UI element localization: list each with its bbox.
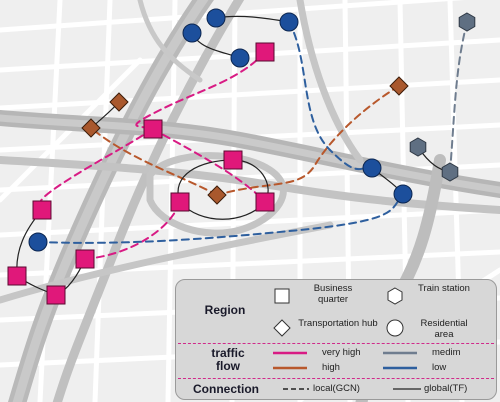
low-flow-swatch [383, 366, 417, 370]
legend-region-title: Region [204, 303, 246, 317]
transportation-hub-symbol [273, 319, 291, 337]
transportation-hub-node [389, 76, 409, 96]
legend-high-label: high [322, 362, 340, 373]
legend-low-label: low [432, 362, 447, 373]
medium-flow-swatch [383, 351, 417, 355]
flow-very-high-south [84, 201, 181, 260]
very-high-flow-swatch [273, 351, 307, 355]
global-connection-swatch [393, 388, 421, 390]
residential-area-node [182, 23, 202, 43]
legend-connection-title: Connection [193, 382, 259, 396]
traffic-flow-lines [37, 21, 468, 260]
legend-global-label: global(TF) [424, 383, 468, 394]
transportation-hub-node [207, 185, 227, 205]
residential-area-node [393, 184, 413, 204]
business-quarter-node [255, 42, 275, 62]
business-quarter-symbol [274, 288, 290, 304]
business-quarter-node [223, 150, 243, 170]
residential-area-symbol [386, 319, 404, 337]
business-quarter-node [170, 192, 190, 212]
business-quarter-node [32, 200, 52, 220]
legend-medium-label: medim [432, 347, 461, 358]
legend-station-label: Train station [418, 283, 470, 294]
flow-medium-station [449, 21, 468, 173]
residential-area-node [279, 12, 299, 32]
residential-area-node [206, 8, 226, 28]
train-station-node [458, 12, 476, 32]
flow-high-east [216, 85, 400, 196]
business-quarter-node [255, 192, 275, 212]
region-nodes [7, 8, 476, 305]
transportation-hub-node [81, 118, 101, 138]
legend-business-label: Business quarter [313, 283, 353, 305]
legend-traffic-title: traffic flow [211, 346, 245, 373]
legend-very-high-label: very high [322, 347, 361, 358]
legend-panel: Region Business quarter Train station Tr… [175, 279, 497, 400]
train-station-node [409, 137, 427, 157]
train-station-node [441, 162, 459, 182]
flow-very-high-north [135, 51, 266, 130]
legend-hub-label: Transportation hub [298, 318, 378, 329]
legend-residential-label: Residential area [420, 318, 468, 340]
business-quarter-node [143, 119, 163, 139]
business-quarter-node [46, 285, 66, 305]
high-flow-swatch [273, 366, 307, 370]
legend-divider-1 [178, 343, 494, 344]
business-quarter-node [7, 266, 27, 286]
residential-area-node [28, 232, 48, 252]
flow-high-west [90, 127, 218, 196]
flow-low-north [288, 21, 373, 171]
residential-area-node [230, 48, 250, 68]
legend-local-label: local(GCN) [313, 383, 360, 394]
flow-low-south [37, 193, 404, 244]
train-station-symbol [387, 287, 403, 305]
residential-area-node [362, 158, 382, 178]
business-quarter-node [75, 249, 95, 269]
local-connection-swatch [283, 388, 309, 390]
transportation-hub-node [109, 92, 129, 112]
legend-divider-2 [178, 378, 494, 379]
